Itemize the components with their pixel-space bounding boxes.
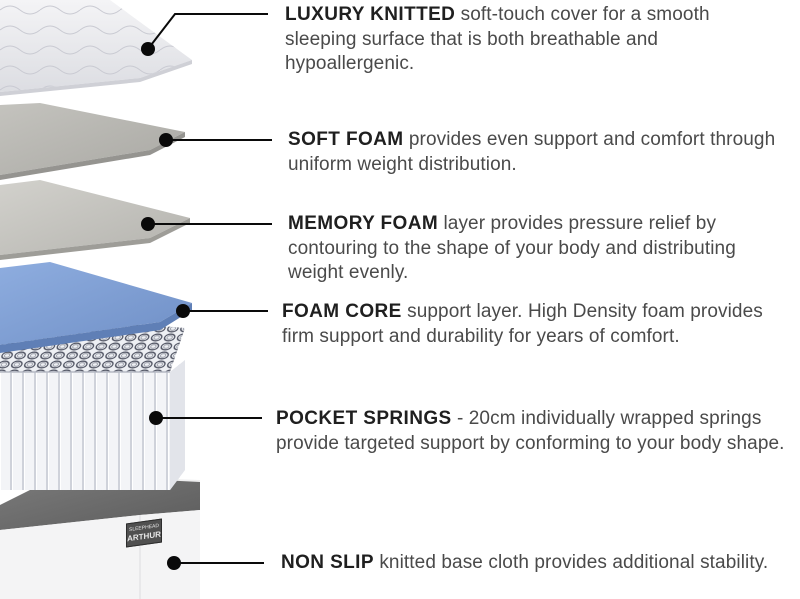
callout-title: NON SLIP: [281, 552, 374, 573]
callout-text: - 20cm individually wrapped springs prov…: [276, 408, 785, 454]
callout-soft-foam: SOFT FOAM provides even support and comf…: [288, 128, 788, 177]
callout-title: SOFT FOAM: [288, 129, 404, 150]
callout-text: support layer. High Density foam provide…: [282, 301, 763, 347]
layer-memory-foam-illustration: [0, 180, 190, 260]
layer-luxury-knitted-illustration: [0, 0, 192, 96]
marker-foam-core-icon: [176, 304, 190, 318]
callout-title: MEMORY FOAM: [288, 213, 439, 234]
callout-luxury-knitted: LUXURY KNITTED soft-touch cover for a sm…: [285, 3, 785, 77]
callout-non-slip: NON SLIP knitted base cloth provides add…: [281, 551, 781, 576]
callout-text: provides even support and comfort throug…: [288, 129, 776, 175]
marker-soft-foam-icon: [159, 133, 173, 147]
callout-connectors: [141, 13, 272, 570]
callout-text: knitted base cloth provides additional s…: [373, 552, 769, 573]
marker-memory-foam-icon: [141, 217, 155, 231]
layer-foam-core-illustration: [0, 262, 192, 353]
callout-text: layer provides pressure relief by contou…: [288, 213, 736, 283]
callout-title: FOAM CORE: [282, 301, 402, 322]
marker-pocket-springs-icon: [149, 411, 163, 425]
connector-luxury-knitted: [147, 13, 268, 50]
marker-luxury-knitted-icon: [141, 42, 155, 56]
layer-soft-foam-illustration: [0, 103, 185, 180]
marker-non-slip-icon: [167, 556, 181, 570]
layer-non-slip-illustration: [0, 475, 200, 599]
callout-pocket-springs: POCKET SPRINGS - 20cm individually wrapp…: [276, 407, 796, 456]
callout-title: LUXURY KNITTED: [285, 4, 456, 25]
callout-memory-foam: MEMORY FOAM layer provides pressure reli…: [288, 212, 793, 286]
callout-title: POCKET SPRINGS: [276, 408, 452, 429]
brand-label: SLEEPHEAD ARTHUR: [126, 518, 162, 548]
callout-foam-core: FOAM CORE support layer. High Density fo…: [282, 300, 772, 349]
callout-text: soft-touch cover for a smooth sleeping s…: [285, 4, 710, 74]
